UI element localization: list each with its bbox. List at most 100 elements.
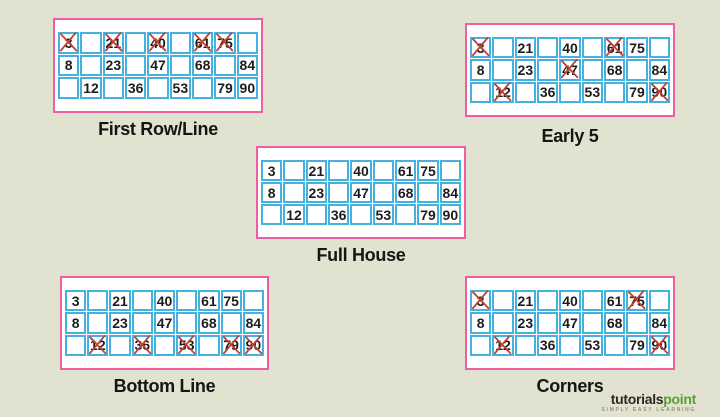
ticket-cell-number: 79 [420, 206, 436, 223]
ticket-cell: 84 [648, 59, 670, 81]
ticket-cell-empty [372, 160, 394, 181]
ticket-cell-empty [492, 59, 514, 81]
ticket-cell-number: 12 [495, 337, 511, 354]
ticket-cell-number: 8 [64, 57, 73, 74]
tutorialspoint-logo: tutorialspoint SIMPLY EASY LEARNING [602, 391, 697, 413]
ticket-cell-number: 36 [127, 80, 144, 97]
ticket-cell-number: 47 [562, 61, 578, 78]
ticket-cell-empty [470, 334, 492, 356]
ticket-cell-empty [514, 81, 536, 103]
ticket-cell-empty [581, 59, 603, 81]
ticket-cell-number: 68 [397, 184, 414, 201]
ticket-cell-empty [492, 290, 514, 312]
ticket-cell-empty [537, 312, 559, 334]
ticket-cell-empty [65, 334, 87, 356]
ticket-cell-empty [153, 334, 176, 356]
ticket-cell: 53 [581, 334, 603, 356]
ticket-cell: 79 [214, 77, 236, 99]
ticket-cell: 84 [236, 54, 258, 77]
ticket-cell: 12 [492, 81, 514, 103]
ticket-cell: 84 [439, 182, 461, 203]
ticket-cell-empty [492, 37, 514, 59]
ticket-cell: 90 [242, 334, 264, 356]
ticket-cell: 40 [350, 160, 372, 181]
ticket-cell: 12 [492, 334, 514, 356]
ticket-cell: 8 [65, 312, 87, 334]
ticket-cell: 90 [648, 334, 670, 356]
ticket-cell-empty [109, 334, 131, 356]
ticket-cell-number: 23 [112, 314, 128, 331]
ticket-cell: 68 [604, 59, 626, 81]
ticket-cell-number: 61 [397, 162, 414, 179]
ticket-cell-number: 53 [584, 337, 601, 354]
ticket-cell: 40 [153, 290, 176, 312]
ticket-cell-number: 53 [172, 80, 189, 97]
ticket-cell: 3 [470, 290, 492, 312]
logo-text-point: point [663, 391, 696, 407]
ticket-cell-empty [236, 32, 258, 54]
ticket-cell: 68 [395, 182, 417, 203]
ticket-cell: 53 [581, 81, 603, 103]
ticket-cell-empty [261, 204, 283, 225]
ticket-cell-number: 84 [239, 57, 256, 74]
ticket-cell-number: 84 [245, 314, 262, 331]
ticket-cell: 3 [58, 32, 80, 54]
ticket-cell-empty [169, 32, 191, 54]
ticket-cell-number: 12 [495, 84, 511, 101]
ticket-cell-number: 21 [517, 39, 534, 56]
ticket-cell: 8 [58, 54, 80, 77]
ticket-cell: 79 [626, 81, 648, 103]
ticket-cell: 23 [109, 312, 131, 334]
ticket-cell: 21 [514, 37, 536, 59]
ticket-cell-empty [176, 290, 198, 312]
ticket-cell-number: 79 [217, 80, 233, 97]
ticket-cell-number: 23 [517, 314, 534, 331]
ticket-cell-empty [80, 54, 102, 77]
ticket-cell-number: 47 [150, 57, 166, 74]
ticket-cell-empty [439, 160, 461, 181]
ticket-cell-empty [648, 290, 670, 312]
ticket-cell-number: 79 [629, 84, 645, 101]
ticket-cell-number: 23 [105, 57, 122, 74]
ticket-cell-number: 12 [83, 80, 99, 97]
ticket-cell: 36 [537, 81, 559, 103]
ticket-cell-number: 21 [105, 34, 122, 51]
ticket-cell-empty [87, 312, 109, 334]
ticket-cell-number: 40 [150, 34, 166, 51]
ticket-cell: 8 [470, 59, 492, 81]
ticket-cell-empty [350, 204, 372, 225]
ticket-cell: 36 [131, 334, 153, 356]
ticket-cell-number: 61 [194, 34, 211, 51]
ticket-cell-number: 47 [562, 314, 578, 331]
ticket-cell-empty [198, 334, 220, 356]
ticket-cell-number: 21 [112, 292, 128, 309]
ticket-cell-number: 23 [308, 184, 325, 201]
ticket-cell-number: 21 [517, 292, 534, 309]
ticket-cell-empty [395, 204, 417, 225]
ticket-cell-number: 21 [308, 162, 325, 179]
ticket-cell-number: 90 [651, 337, 668, 354]
ticket-cell: 90 [236, 77, 258, 99]
ticket-cell-empty [626, 59, 648, 81]
ticket-cell: 3 [65, 290, 87, 312]
ticket-cell-empty [328, 160, 350, 181]
ticket-cell-number: 90 [245, 337, 262, 354]
ticket-cell-number: 23 [517, 61, 534, 78]
ticket-cell-empty [559, 334, 581, 356]
ticket-cell-number: 90 [442, 206, 459, 223]
ticket-cell-number: 84 [442, 184, 459, 201]
ticket-cell-number: 8 [476, 314, 485, 331]
ticket-cell-number: 84 [651, 314, 668, 331]
ticket-cell: 12 [80, 77, 102, 99]
ticket-label-corners: Corners [536, 376, 604, 396]
ticket-cell-number: 3 [71, 292, 80, 309]
ticket-cell: 61 [395, 160, 417, 181]
ticket-cell: 40 [559, 290, 581, 312]
ticket-cell: 23 [514, 312, 536, 334]
ticket-cell: 47 [153, 312, 176, 334]
ticket-cell: 8 [470, 312, 492, 334]
